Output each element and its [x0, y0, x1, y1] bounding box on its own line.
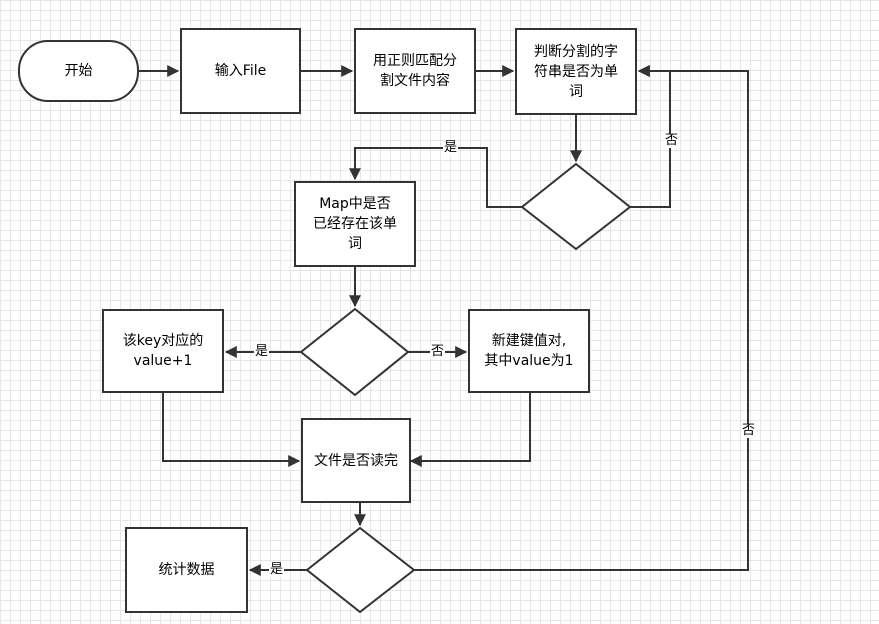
stats-node: 统计数据: [125, 527, 248, 613]
edge-label-done-yes: 是: [269, 562, 285, 577]
start-terminal: 开始: [18, 40, 139, 102]
input-file-node: 输入File: [180, 28, 301, 114]
map-exists-node: Map中是否 已经存在该单 词: [294, 181, 416, 267]
edge-label-word-no: 否: [664, 133, 680, 148]
increment-node: 该key对应的 value+1: [102, 309, 224, 393]
file-done-node: 文件是否读完: [301, 418, 411, 503]
is-word-node: 判断分割的字 符串是否为单 词: [515, 28, 637, 115]
edge-label-word-yes: 是: [443, 140, 459, 155]
edge-label-done-no: 否: [741, 423, 757, 438]
decision-is-word: [520, 162, 632, 251]
decision-file-done: [305, 526, 416, 614]
edge-label-map-yes: 是: [254, 344, 270, 359]
regex-split-node: 用正则匹配分 割文件内容: [354, 28, 476, 114]
edge-decision1-yes: [349, 147, 522, 208]
edge-decision3-no: [414, 65, 749, 571]
edge-increment-to-done: [162, 393, 301, 467]
edge-label-map-no: 否: [430, 344, 446, 359]
new-pair-node: 新建键值对, 其中value为1: [468, 309, 590, 393]
decision-map-exists: [299, 307, 410, 397]
edge-newpair-to-done: [409, 393, 531, 467]
